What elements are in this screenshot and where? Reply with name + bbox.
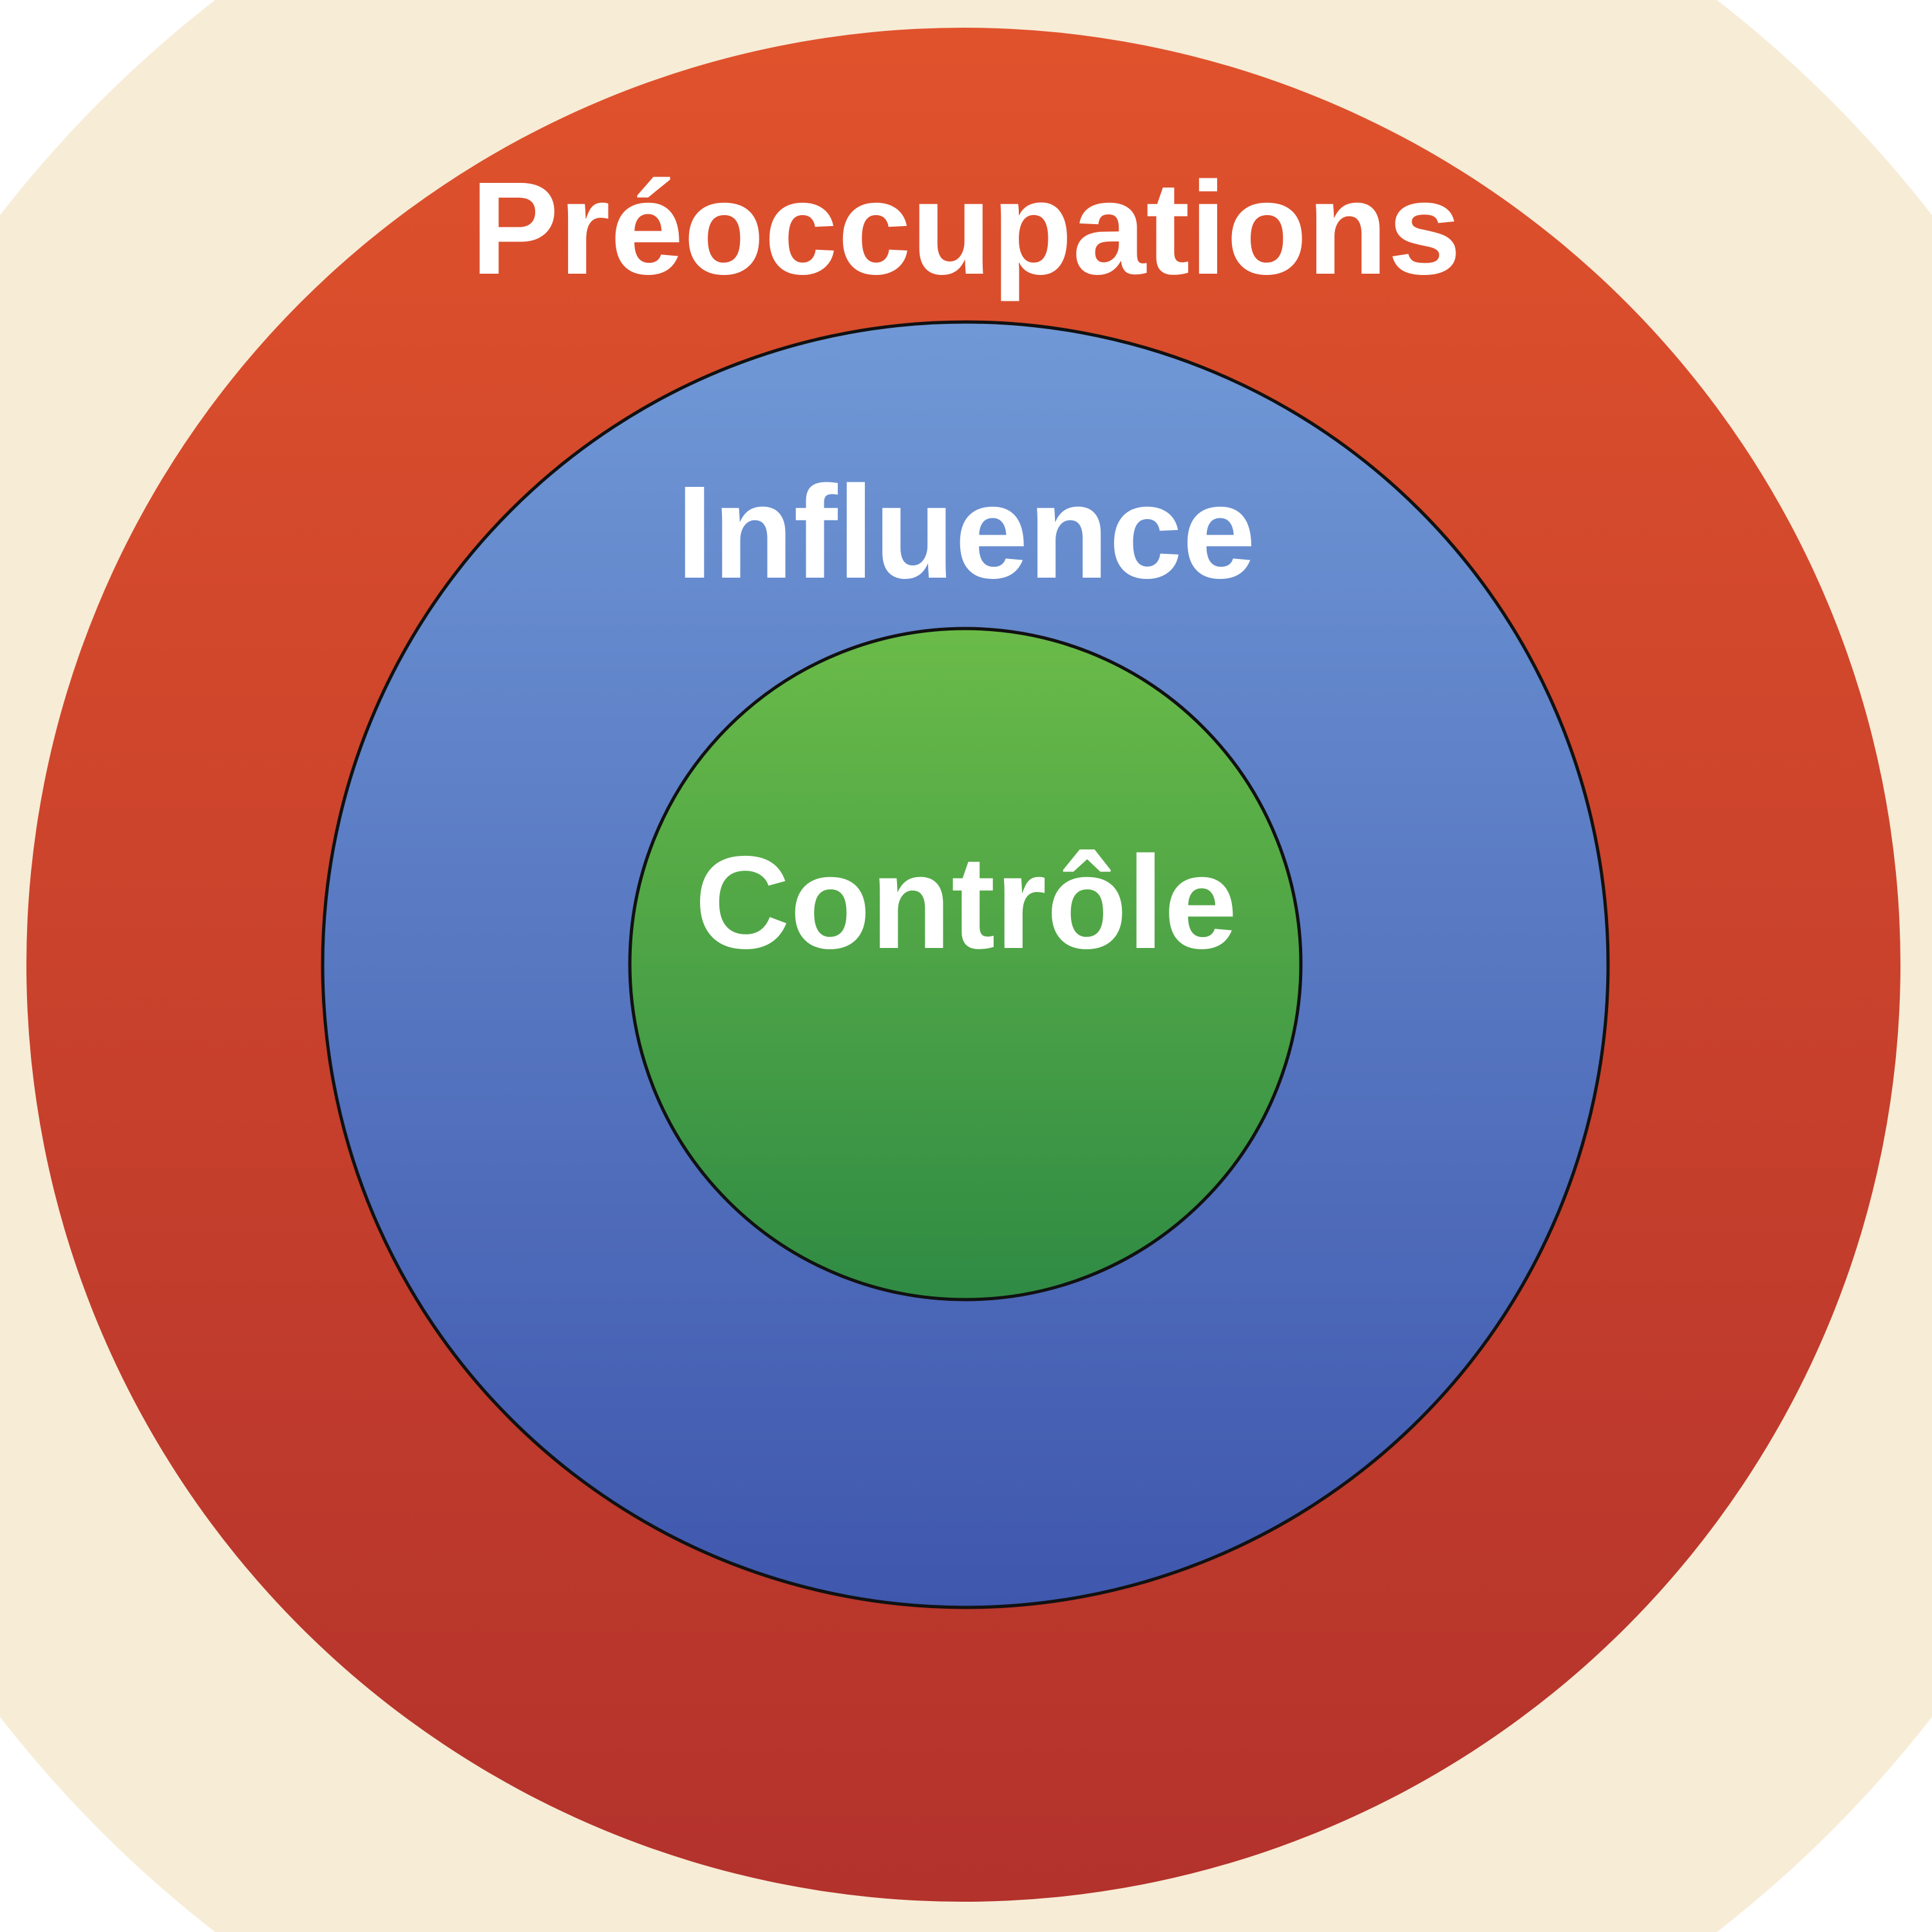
control-label: Contrôle xyxy=(695,829,1238,976)
influence-label: Influence xyxy=(676,459,1256,606)
concern-label: Préoccupations xyxy=(471,155,1461,302)
control-circle xyxy=(628,627,1303,1302)
